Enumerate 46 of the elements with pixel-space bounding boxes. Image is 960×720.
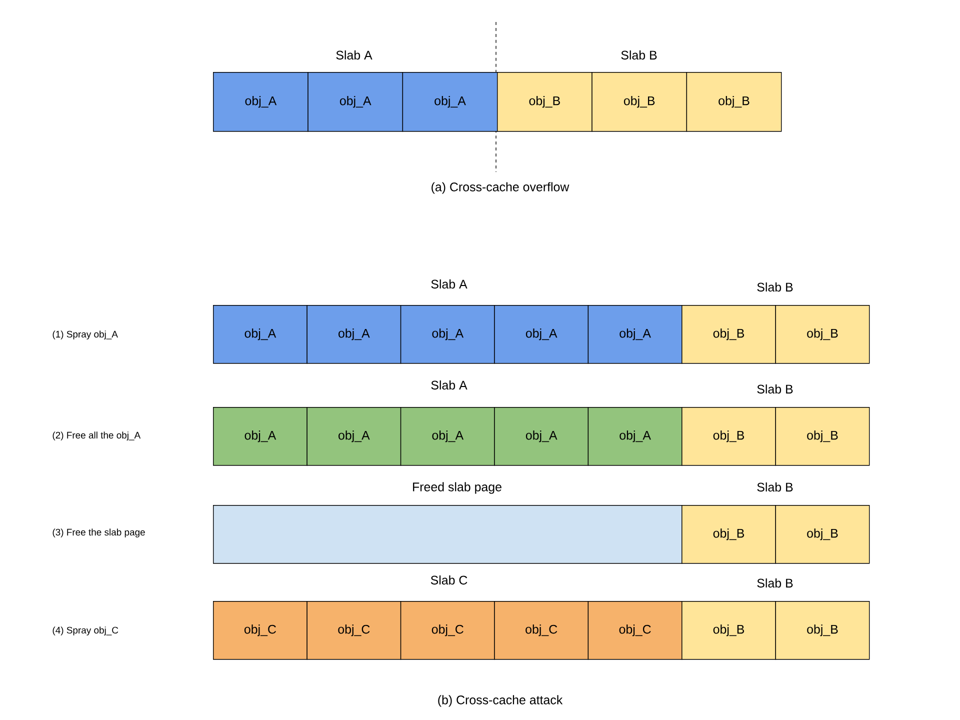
memory-slot: obj_A [588, 305, 682, 364]
memory-slot: obj_A [400, 305, 495, 364]
memory-slot: obj_A [402, 72, 498, 132]
step-label: (4) Spray obj_C [52, 626, 118, 636]
memory-slot: obj_C [306, 601, 402, 660]
memory-slot: obj_B [682, 505, 776, 564]
memory-slot: obj_B [775, 407, 870, 466]
memory-slot: obj_C [213, 601, 308, 660]
slab-label: Freed slab page [413, 482, 502, 494]
memory-slot: obj_A [213, 407, 308, 466]
memory-slot: obj_A [588, 407, 682, 466]
memory-slot: obj_B [682, 601, 776, 660]
freed-page-box [213, 505, 682, 564]
step-label: (1) Spray obj_A [52, 330, 118, 340]
memory-slot: obj_A [306, 305, 402, 364]
memory-slot: obj_A [308, 72, 404, 132]
slab-label: Slab A [431, 380, 468, 390]
memory-slot: obj_B [775, 305, 870, 364]
slab-label: Slab B [757, 384, 793, 394]
memory-slot: obj_A [400, 407, 495, 466]
slab-label: Slab B [757, 578, 793, 588]
memory-slot: obj_B [682, 407, 776, 466]
memory-slot: obj_A [494, 407, 589, 466]
memory-slot: obj_A [494, 305, 589, 364]
memory-slot: obj_A [213, 72, 308, 132]
slab-label: Slab C [430, 575, 468, 585]
step-label: (2) Free all the obj_A [52, 432, 141, 440]
memory-slot: obj_B [686, 72, 782, 132]
memory-slot: obj_B [775, 601, 870, 660]
step-label: (3) Free the slab page [52, 528, 145, 538]
slab-label: Slab B [621, 50, 657, 60]
memory-slot: obj_C [400, 601, 495, 660]
caption: (a) Cross-cache overflow [432, 182, 570, 194]
memory-slot: obj_B [682, 305, 776, 364]
memory-slot: obj_C [494, 601, 589, 660]
memory-slot: obj_A [306, 407, 402, 466]
memory-slot: obj_A [213, 305, 308, 364]
memory-slot: obj_C [588, 601, 682, 660]
memory-slot: obj_B [592, 72, 688, 132]
slab-label: Slab A [431, 279, 468, 289]
caption: (b) Cross-cache attack [438, 695, 563, 707]
slab-label: Slab B [757, 482, 793, 492]
slab-label: Slab A [336, 50, 372, 60]
memory-slot: obj_B [775, 505, 870, 564]
slab-label: Slab B [757, 282, 793, 292]
memory-slot: obj_B [497, 72, 592, 132]
